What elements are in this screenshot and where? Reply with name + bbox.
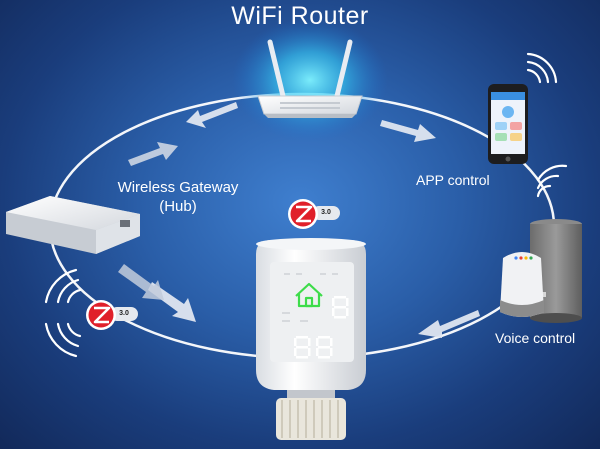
- gateway-label-line2: (Hub): [159, 198, 197, 215]
- speaker-wifi-waves-icon: [536, 164, 568, 198]
- smartphone-icon: [488, 84, 528, 164]
- diagram-title: WiFi Router: [231, 2, 369, 30]
- wifi-router-icon: [257, 39, 363, 118]
- left-wifi-waves-icon: [44, 268, 82, 358]
- thermostat-digits-bottom: [294, 336, 333, 359]
- gateway-label: Wireless Gateway (Hub): [100, 178, 256, 216]
- smart-speaker-small-icon: [500, 252, 544, 317]
- gateway-hub-icon: [6, 196, 140, 254]
- zigbee-version-top: 3.0: [321, 209, 331, 216]
- app-control-label: APP control: [416, 172, 490, 188]
- voice-control-label: Voice control: [495, 330, 576, 346]
- phone-wifi-waves-icon: [526, 52, 558, 84]
- gateway-label-line1: Wireless Gateway: [117, 179, 239, 196]
- arrow-voice-to-thermostat-icon: [418, 310, 480, 338]
- arrow-thermostat-to-gateway-icon: [118, 264, 164, 300]
- arrow-router-to-app-icon: [380, 120, 436, 142]
- home-icon: [295, 282, 323, 308]
- arrow-gateway-to-router-icon: [128, 142, 178, 166]
- thermostat-digit-top: [332, 296, 349, 319]
- zigbee-badge-top-icon: [288, 199, 340, 229]
- router-glow: [232, 18, 388, 142]
- thermostat-valve-icon: [256, 238, 366, 440]
- smart-speaker-tall-icon: [530, 219, 582, 323]
- zigbee-version-left: 3.0: [119, 310, 129, 317]
- zigbee-badge-left-icon: [86, 300, 138, 330]
- arrow-router-to-gateway-icon: [186, 102, 238, 128]
